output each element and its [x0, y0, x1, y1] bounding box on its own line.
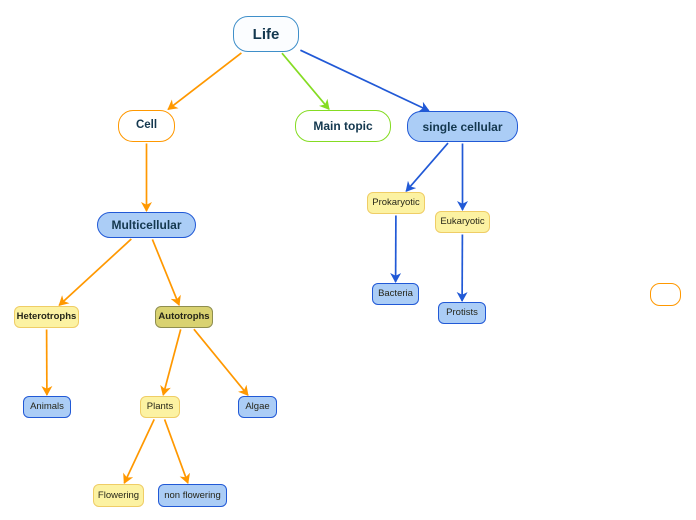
node-label: Cell: [135, 119, 158, 132]
node-label: non flowering: [164, 489, 221, 501]
node-bacteria[interactable]: Bacteria: [372, 283, 419, 305]
edge-plants-to-non-flowering: [163, 419, 190, 485]
node-label: Plants: [146, 401, 174, 413]
node-label: Main topic: [313, 119, 373, 133]
node-label: Protists: [446, 307, 478, 319]
node-new-node[interactable]: [650, 283, 681, 306]
node-life[interactable]: Life: [233, 16, 299, 52]
edge-life-to-single-cellular: [300, 49, 430, 112]
node-label: Algae: [245, 401, 270, 413]
edge-multicellular-to-autotrophs: [151, 239, 181, 307]
node-eukaryotic[interactable]: Eukaryotic: [435, 211, 490, 233]
node-animals[interactable]: Animals: [23, 396, 71, 418]
node-label: Prokaryotic: [372, 197, 420, 209]
node-non-flowering[interactable]: non flowering: [158, 484, 227, 507]
node-prokaryotic[interactable]: Prokaryotic: [367, 192, 425, 214]
node-label: Animals: [30, 401, 64, 413]
node-label: Eukaryotic: [440, 216, 485, 228]
node-label: Autotrophs: [158, 311, 210, 323]
edge-multicellular-to-heterotrophs: [58, 238, 132, 306]
edge-life-to-main-topic: [281, 52, 330, 110]
node-label: single cellular: [422, 119, 503, 134]
node-label: Flowering: [97, 489, 140, 501]
node-protists[interactable]: Protists: [438, 302, 486, 324]
edge-autotrophs-to-algae: [193, 328, 249, 396]
node-flowering[interactable]: Flowering: [93, 484, 144, 507]
node-label: Bacteria: [378, 288, 413, 300]
edge-plants-to-flowering: [123, 419, 155, 485]
node-plants[interactable]: Plants: [140, 396, 180, 418]
node-main-topic[interactable]: Main topic: [295, 110, 391, 142]
edge-single-cellular-to-prokaryotic: [405, 142, 449, 192]
node-cell[interactable]: Cell: [118, 110, 175, 142]
node-multicellular[interactable]: Multicellular: [97, 212, 196, 238]
edge-autotrophs-to-plants: [160, 329, 182, 396]
node-label: Life: [252, 25, 280, 43]
node-label: Heterotrophs: [16, 311, 77, 323]
node-single-cellular[interactable]: single cellular: [407, 111, 518, 142]
node-heterotrophs[interactable]: Heterotrophs: [14, 306, 79, 328]
node-label: Multicellular: [111, 218, 182, 232]
edge-life-to-cell: [167, 52, 242, 111]
node-autotrophs[interactable]: Autotrophs: [155, 306, 213, 328]
node-algae[interactable]: Algae: [238, 396, 277, 418]
